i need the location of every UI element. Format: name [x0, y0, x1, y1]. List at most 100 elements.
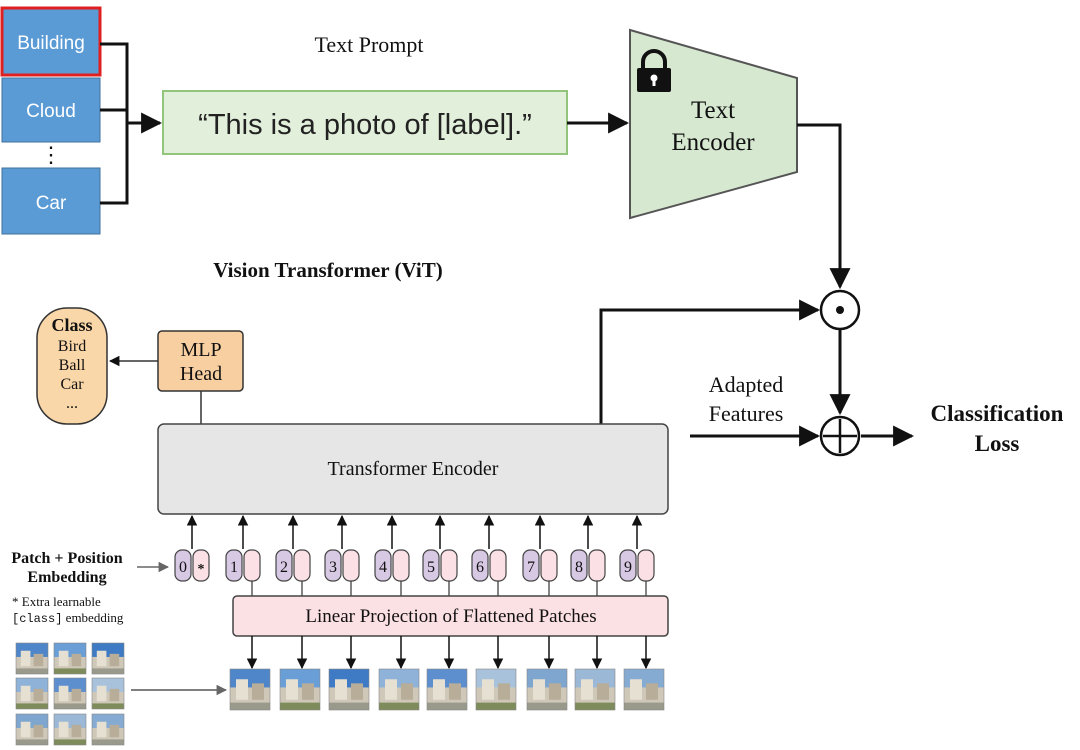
token-8: 8	[570, 514, 606, 596]
dot-product-operator	[819, 289, 861, 331]
token-index: 9	[624, 559, 632, 576]
label-cloud-text: Cloud	[26, 101, 76, 122]
adapted-features-line1: Adapted	[709, 372, 784, 397]
transformer-encoder	[157, 423, 669, 515]
patch-embedding	[243, 549, 261, 582]
image-patch	[526, 668, 568, 711]
patch-embedding	[489, 549, 507, 582]
label-ellipsis: ⋮	[40, 142, 62, 167]
arrow-encoder-to-dot	[797, 123, 851, 290]
lock-icon	[637, 49, 671, 92]
addition-operator	[819, 415, 861, 457]
label-building-text: Building	[17, 33, 85, 54]
token-index: 4	[379, 559, 387, 576]
extra-learnable-line2: [class] embedding	[12, 610, 124, 626]
label-car-text: Car	[36, 193, 67, 214]
patch-embedding	[440, 549, 458, 582]
label-bracket	[100, 42, 129, 205]
patch-embedding	[342, 549, 360, 582]
position-embedding	[374, 549, 392, 582]
class-item: ...	[66, 395, 78, 412]
mlp-head-line1: MLP	[180, 339, 221, 361]
class-title: Class	[51, 315, 92, 335]
token-index: 6	[476, 559, 484, 576]
image-patch	[426, 668, 468, 711]
position-embedding	[225, 549, 243, 582]
image-patch	[328, 668, 370, 711]
class-item: Car	[60, 376, 84, 393]
image-patch	[574, 668, 616, 711]
token-6: 6	[471, 514, 507, 596]
prompt-template: “This is a photo of [label].”	[198, 109, 532, 141]
image-patch	[53, 677, 87, 710]
position-embedding	[522, 549, 540, 582]
token-2: 2	[275, 514, 311, 596]
position-embedding	[174, 549, 192, 582]
image-patch	[279, 668, 321, 711]
image-patch	[91, 713, 125, 746]
transformer-encoder-label: Transformer Encoder	[328, 458, 499, 480]
class-code: [class]	[12, 612, 62, 626]
token-index: 0	[179, 559, 187, 576]
token-4: 4	[374, 514, 410, 596]
position-embedding	[422, 549, 440, 582]
arrow-vit-to-dot	[599, 299, 821, 424]
image-patch	[15, 677, 49, 710]
image-patch	[53, 713, 87, 746]
class-item: Ball	[59, 357, 86, 374]
class-item: Bird	[58, 338, 86, 355]
label-car: Car	[1, 167, 101, 235]
token-7: 7	[522, 514, 558, 596]
extra-learnable-line1: * Extra learnable	[12, 594, 101, 609]
label-building: Building	[0, 6, 102, 77]
image-patch-grid	[15, 642, 125, 746]
token-index: 1	[230, 559, 238, 576]
position-embedding	[324, 549, 342, 582]
patch-embedding	[392, 549, 410, 582]
image-patch	[475, 668, 517, 711]
patch-embedding	[588, 549, 606, 582]
patch-embedding	[540, 549, 558, 582]
image-patch	[378, 668, 420, 711]
token-index: 2	[280, 559, 288, 576]
image-patch	[91, 642, 125, 675]
flattened-patch-row	[229, 636, 665, 711]
token-1: 1	[225, 514, 261, 596]
token-9: 9	[619, 514, 655, 596]
classification-loss-line1: Classification	[931, 401, 1064, 426]
token-index: 3	[329, 559, 337, 576]
patch-embedding	[192, 549, 210, 582]
embedding-word: embedding	[62, 610, 124, 625]
class-token-mark: *	[198, 562, 205, 577]
linear-projection	[232, 595, 669, 637]
position-embedding	[471, 549, 489, 582]
token-index: 5	[427, 559, 435, 576]
linear-projection-label: Linear Projection of Flattened Patches	[305, 606, 596, 627]
token-5: 5	[422, 514, 458, 596]
class-output-box	[36, 307, 108, 425]
text-prompt-title: Text Prompt	[314, 32, 423, 57]
image-patch	[53, 642, 87, 675]
position-embedding	[275, 549, 293, 582]
patch-embedding-line2: Embedding	[27, 569, 106, 586]
token-0: 0*	[174, 514, 210, 582]
patch-embedding	[293, 549, 311, 582]
mlp-head-line2: Head	[180, 363, 222, 385]
image-patch	[229, 668, 271, 711]
text-encoder-line2: Encoder	[671, 129, 755, 156]
token-index: 8	[575, 559, 583, 576]
image-patch	[623, 668, 665, 711]
token-index: 7	[527, 559, 535, 576]
label-cloud: Cloud	[1, 77, 101, 143]
image-patch	[91, 677, 125, 710]
position-embedding	[619, 549, 637, 582]
image-patch	[15, 642, 49, 675]
adapted-features-line2: Features	[709, 401, 784, 426]
patch-embedding	[637, 549, 655, 582]
text-encoder-line1: Text	[691, 97, 735, 124]
patch-embedding-line1: Patch + Position	[11, 550, 122, 567]
text-encoder	[629, 28, 798, 220]
vit-title: Vision Transformer (ViT)	[213, 258, 442, 282]
